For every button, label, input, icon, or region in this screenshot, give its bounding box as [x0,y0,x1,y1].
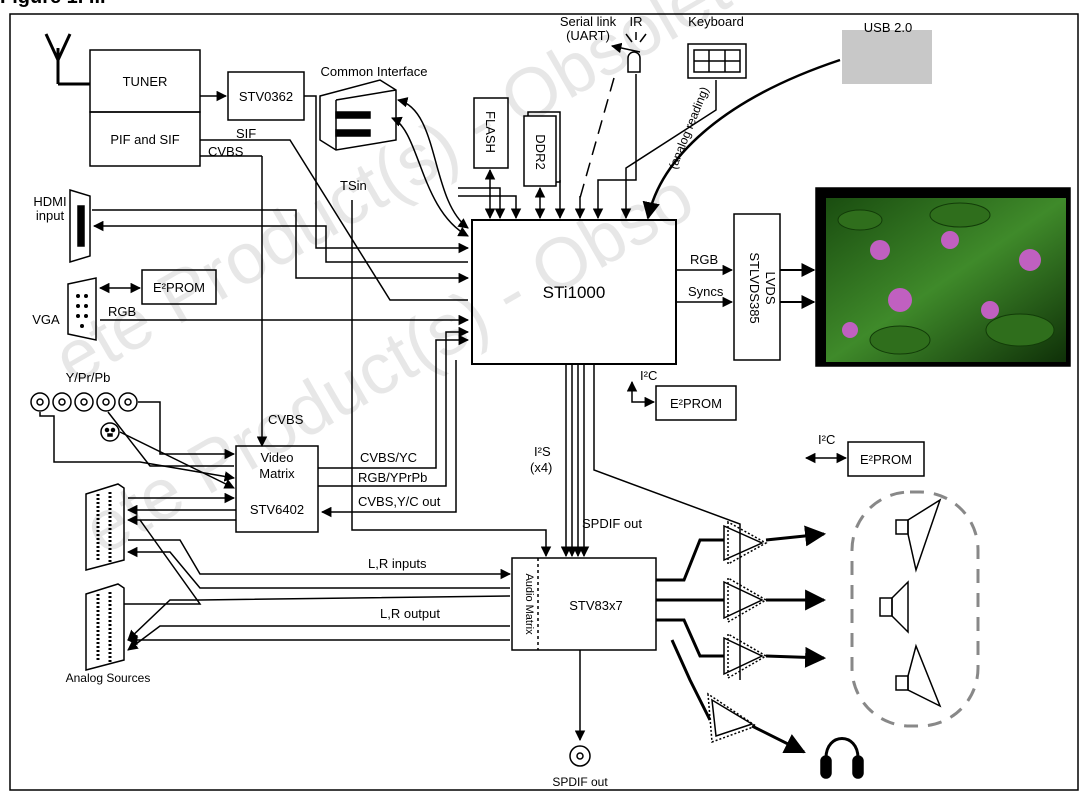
sti1000-block [471,219,677,365]
spdif-out-connector-icon [569,745,591,767]
speaker-1-icon [895,498,942,573]
pif-sif-block [89,111,201,167]
amplifier-2-icon [723,576,768,624]
frame [9,13,1079,791]
spdif-out-mid-signal-label: SPDIF out [582,516,642,531]
hdmi-label-2: input [36,208,65,223]
stv83x7-block [511,557,657,651]
ir-receiver-icon [627,51,641,73]
scart-connector-2-icon [85,583,125,671]
eeprom-main-block [655,385,737,421]
cvbs-mid-signal-label: CVBS [268,412,304,427]
cvbs-yc-out-signal-label: CVBS,Y/C out [358,494,441,509]
amplifier-3-icon [723,632,768,680]
video-matrix-block [235,445,319,533]
stv83x7-label: STV83x7 [569,598,622,613]
stv6402-label: STV6402 [250,502,304,517]
audio-matrix-label: Audio Matrix [523,573,535,635]
vga-label: VGA [32,312,60,327]
rgb-vga-signal-label: RGB [108,304,136,319]
amplifier-4-icon [707,692,758,744]
lr-output-signal-label: L,R output [380,606,440,621]
tuner-label: TUNER [123,74,168,89]
video-matrix-label-2: Matrix [259,466,295,481]
lr-inputs-signal-label: L,R inputs [368,556,427,571]
pif-sif-label: PIF and SIF [110,132,179,147]
scart-connector-1-icon [85,483,125,571]
usb-block [842,30,932,84]
amplifier-1-icon [723,520,768,566]
ir-label: IR [630,14,643,29]
i2c-signal-label-1: I²C [640,368,657,383]
flash-block [473,97,509,169]
figure-header: Figure 1. ... [0,0,106,9]
i2c-signal-label-2: I²C [818,432,835,447]
ddr2-label: DDR2 [533,134,548,169]
tv-display-icon [815,187,1071,367]
eeprom-main-label: E²PROM [670,396,722,411]
vga-connector-icon [67,277,97,341]
analog-reading-label: (analog reading) [666,85,712,171]
uart-label: (UART) [566,28,610,43]
antenna-icon [44,33,90,86]
rgb-out-signal-label: RGB [690,252,718,267]
eeprom-i2c-label: E²PROM [860,452,912,467]
sti1000-label: STi1000 [543,283,606,302]
video-matrix-label-1: Video [260,450,293,465]
hdmi-connector-icon [69,188,91,264]
usb-label: USB 2.0 [864,20,912,35]
common-interface-label: Common Interface [321,64,428,79]
cvbs-top-signal-label: CVBS [208,144,244,159]
flash-label: FLASH [483,111,498,153]
speaker-3-icon [895,643,942,708]
sif-signal-label: SIF [236,126,256,141]
stlvds385-label: STLVDS385 [747,252,762,323]
cvbs-yc-signal-label: CVBS/YC [360,450,417,465]
i2s-signal-label-1: I²S [534,444,551,459]
serial-link-label: Serial link [560,14,617,29]
keyboard-icon [687,43,747,79]
keyboard-label: Keyboard [688,14,744,29]
speaker-2-icon [879,580,909,634]
svideo-connector-icon [100,422,120,442]
stv0362-label: STV0362 [239,89,293,104]
ypbpr-connector-icon [30,392,138,412]
stlvds385-block [733,213,781,361]
ypr-signal-label: Y/Pr/Pb [66,370,111,385]
syncs-signal-label: Syncs [688,284,724,299]
i2s-signal-label-2: (x4) [530,460,552,475]
ddr2-block [523,115,557,187]
tsin-signal-label: TSin [340,178,367,193]
spdif-out-bottom-label: SPDIF out [552,775,608,789]
hdmi-label-1: HDMI [33,194,66,209]
speaker-group [850,490,980,728]
rgb-yprpb-signal-label: RGB/YPrPb [358,470,427,485]
eeprom-vga-label: E²PROM [153,280,205,295]
eeprom-vga-block [141,269,217,305]
common-interface-icon [319,79,397,151]
headphones-icon [820,737,864,779]
lvds-label: LVDS [763,272,778,305]
analog-sources-label: Analog Sources [66,671,151,685]
eeprom-i2c-block [847,441,925,477]
